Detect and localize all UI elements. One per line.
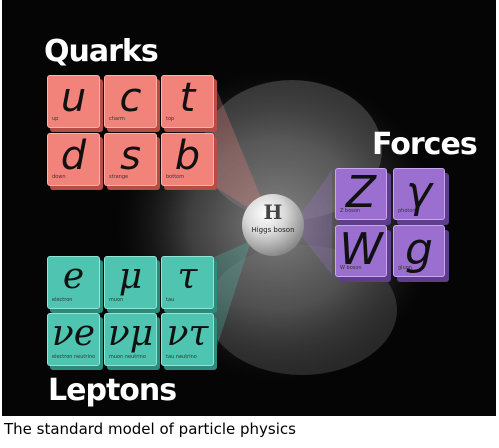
quark-name: charm [109,116,125,122]
quark-cell: d down [47,133,100,186]
quark-name: strange [109,174,129,180]
force-symbol: Z [345,167,377,218]
lepton-symbol: e [62,256,85,297]
quark-symbol: t [179,75,196,121]
force-symbol: γ [405,167,433,218]
quark-symbol: b [174,133,201,179]
quark-symbol: s [120,133,141,179]
lepton-cell: τ tau [161,256,214,309]
force-beam [298,170,332,275]
particle-diagram: Quarks Forces Leptons u up c charm t top… [2,0,496,416]
forces-title: Forces [372,127,478,162]
lepton-name: muon neutrino [109,354,146,360]
force-cell: Z Z boson [335,168,387,220]
force-cell: W W boson [335,225,387,277]
force-cell: g gluon [393,225,445,277]
quark-symbol: d [60,133,87,179]
leptons-title: Leptons [48,373,177,408]
force-cell: γ photon [393,168,445,220]
quarks-title: Quarks [44,34,159,69]
lepton-name: electron neutrino [52,354,96,360]
force-name: photon [398,208,416,214]
force-name: W boson [340,265,362,271]
quark-cell: s strange [104,133,157,186]
higgs-symbol: H [263,200,283,224]
lepton-symbol: μ [118,256,143,297]
lepton-symbol: νμ [107,313,154,354]
higgs-name: Higgs boson [251,226,295,234]
force-symbol: g [405,224,433,275]
figure-caption: The standard model of particle physics [4,420,296,438]
quark-cell: c charm [104,75,157,128]
lepton-name: tau [166,297,175,303]
force-symbol: W [339,224,383,275]
lepton-symbol: νe [51,313,96,354]
quark-name: down [52,174,66,180]
quark-name: bottom [166,174,185,180]
quark-beam [212,78,264,210]
lepton-cell: μ muon [104,256,157,309]
quark-name: up [52,116,59,122]
quark-symbol: c [119,75,142,121]
quark-symbol: u [60,75,87,121]
quark-cell: t top [161,75,214,128]
lepton-cell: νe electron neutrino [47,313,100,366]
lepton-name: tau neutrino [166,354,197,360]
lepton-cell: νμ muon neutrino [104,313,157,366]
lepton-name: electron [52,297,73,303]
lepton-cell: e electron [47,256,100,309]
lepton-cell: ντ tau neutrino [161,313,214,366]
lepton-beam [212,235,264,362]
quark-name: top [166,116,175,122]
lepton-name: muon [109,297,124,303]
quark-cell: u up [47,75,100,128]
lepton-symbol: ντ [166,313,209,354]
quark-cell: b bottom [161,133,214,186]
force-name: gluon [398,265,412,271]
lepton-symbol: τ [177,256,198,297]
force-name: Z boson [340,208,361,214]
higgs-boson-sphere: H Higgs boson [242,194,304,256]
